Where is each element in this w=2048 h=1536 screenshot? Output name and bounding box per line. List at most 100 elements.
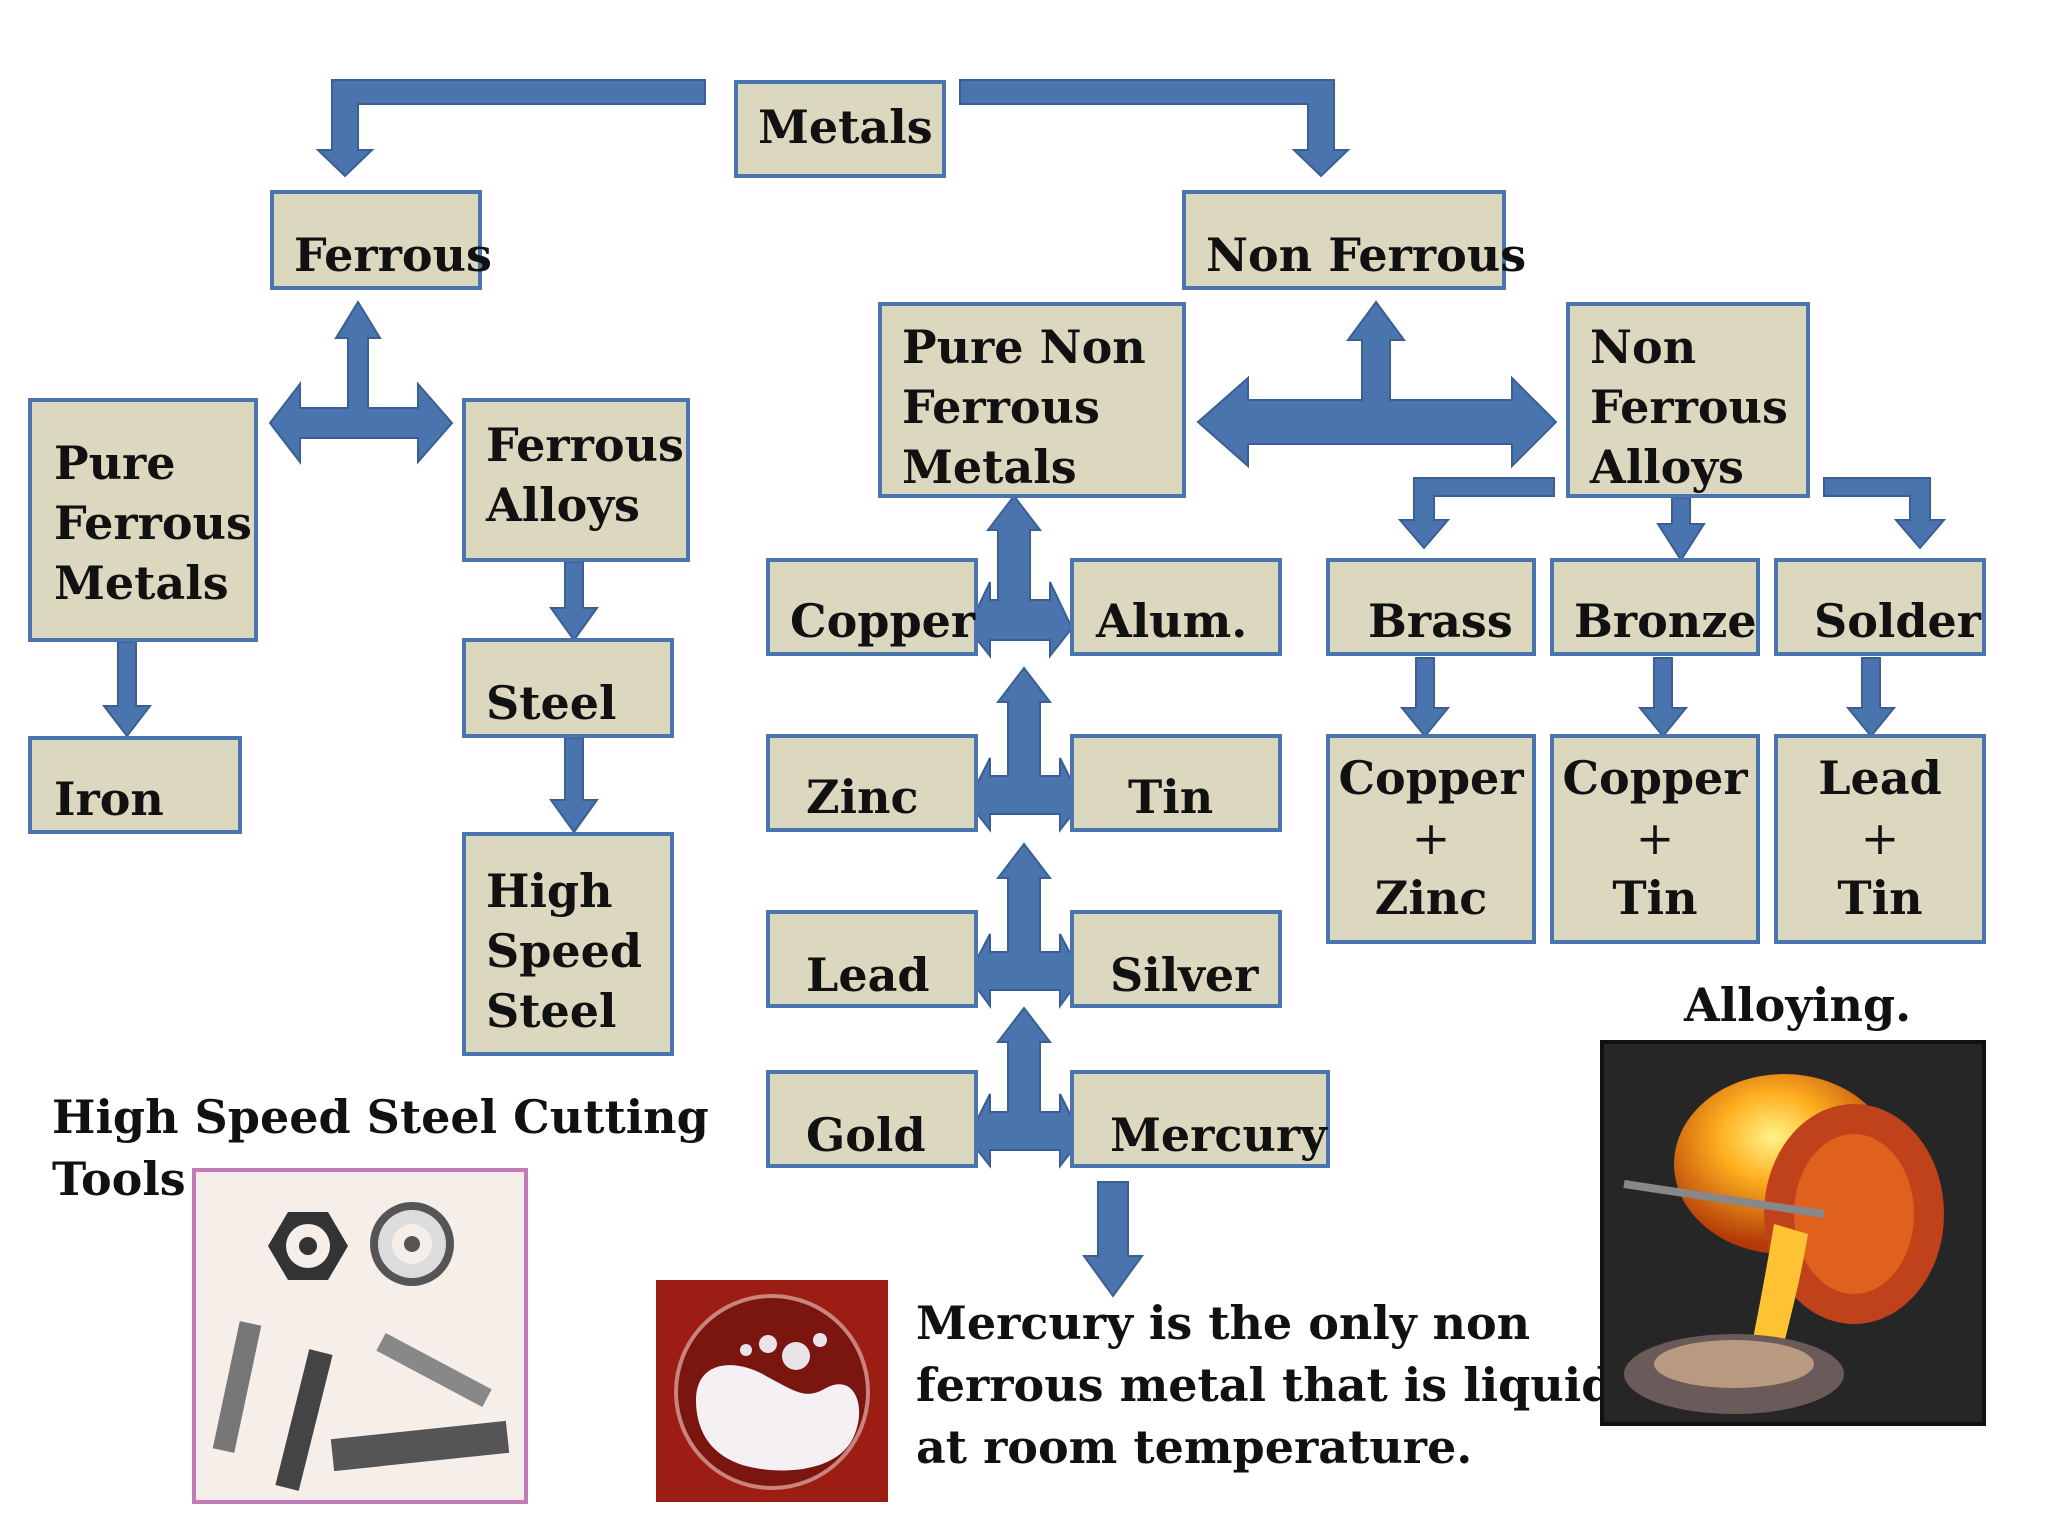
hss-tools-caption-line-1: High Speed Steel Cutting	[52, 1090, 709, 1144]
arrow-brass-to-recipe	[1399, 657, 1451, 738]
arrow-alloys-to-solder	[1823, 477, 1947, 550]
brass-box: Brass	[1326, 558, 1536, 656]
gold-box: Gold	[766, 1070, 978, 1168]
arrow-solder-to-recipe	[1845, 657, 1897, 738]
mercury-label: Mercury	[1110, 1108, 1327, 1162]
copper-box: Copper	[766, 558, 978, 656]
cutting-tools-illustration	[196, 1172, 524, 1500]
high-speed-steel-label: High Speed Steel	[486, 862, 642, 1041]
arrow-lead-silver	[966, 842, 1084, 1010]
mercury-dish-illustration	[656, 1280, 888, 1502]
non-ferrous-alloys-line-2: Ferrous	[1590, 379, 1788, 434]
arrow-mercury-to-note	[1082, 1181, 1144, 1298]
brass-recipe-box: Copper + Zinc	[1326, 734, 1536, 944]
molten-metal-illustration	[1604, 1044, 1982, 1422]
lead-box: Lead	[766, 910, 978, 1008]
zinc-label: Zinc	[806, 770, 919, 824]
tin-box: Tin	[1070, 734, 1282, 832]
brass-recipe-line-1: Copper	[1338, 751, 1524, 806]
solder-label: Solder	[1814, 594, 1982, 648]
alum-label: Alum.	[1096, 594, 1248, 648]
arrow-pure-ferrous-to-iron	[101, 641, 153, 738]
alum-box: Alum.	[1070, 558, 1282, 656]
mercury-note: Mercury is the only non ferrous metal th…	[916, 1292, 1613, 1478]
bronze-label: Bronze	[1574, 594, 1757, 648]
hss-tools-image	[192, 1168, 528, 1504]
pure-ferrous-line-2: Ferrous	[54, 495, 252, 550]
solder-recipe-line-3: Tin	[1837, 870, 1923, 925]
zinc-box: Zinc	[766, 734, 978, 832]
pure-ferrous-metals-label: Pure Ferrous Metals	[54, 434, 252, 613]
mercury-note-line-1: Mercury is the only non	[916, 1296, 1531, 1350]
arrow-steel-to-hss	[549, 737, 599, 834]
alloying-image	[1600, 1040, 1986, 1426]
tin-label: Tin	[1128, 770, 1214, 824]
bronze-recipe-box: Copper + Tin	[1550, 734, 1760, 944]
metals-label: Metals	[758, 100, 933, 154]
hss-tools-caption-line-2: Tools	[52, 1152, 186, 1207]
ferrous-label: Ferrous	[294, 228, 492, 282]
iron-label: Iron	[54, 772, 164, 826]
arrow-alloys-to-brass	[1397, 477, 1555, 550]
arrow-metals-to-ferrous	[315, 79, 706, 178]
solder-box: Solder	[1774, 558, 1986, 656]
pure-non-ferrous-label: Pure Non Ferrous Metals	[902, 318, 1146, 497]
solder-recipe-plus: +	[1860, 811, 1900, 866]
high-speed-steel-box: High Speed Steel	[462, 832, 674, 1056]
pure-ferrous-metals-box: Pure Ferrous Metals	[28, 398, 258, 642]
metals-box: Metals	[734, 80, 946, 178]
mercury-note-line-3: at room temperature.	[916, 1420, 1473, 1475]
bronze-recipe-plus: +	[1635, 811, 1675, 866]
non-ferrous-alloys-box: Non Ferrous Alloys	[1566, 302, 1810, 498]
steel-box: Steel	[462, 638, 674, 738]
bronze-box: Bronze	[1550, 558, 1760, 656]
lead-label: Lead	[806, 948, 930, 1002]
non-ferrous-alloys-line-1: Non	[1590, 320, 1697, 374]
arrow-non-ferrous-split	[1196, 300, 1558, 469]
hss-line-1: High	[486, 864, 613, 918]
mercury-image	[656, 1280, 888, 1502]
gold-label: Gold	[806, 1108, 926, 1162]
alloying-caption: Alloying.	[1684, 978, 1912, 1032]
arrow-gold-mercury	[966, 1006, 1084, 1169]
arrow-alloys-to-bronze	[1656, 497, 1706, 562]
hss-line-3: Steel	[486, 983, 617, 1038]
non-ferrous-box: Non Ferrous	[1182, 190, 1526, 290]
pure-ferrous-line-1: Pure	[54, 436, 176, 490]
mercury-note-line-2: ferrous metal that is liquid	[916, 1358, 1614, 1413]
hss-line-2: Speed	[486, 923, 643, 978]
solder-recipe-box: Lead + Tin	[1774, 734, 1986, 944]
solder-recipe-line-1: Lead	[1818, 751, 1942, 806]
ferrous-alloys-line-2: Alloys	[486, 477, 640, 532]
ferrous-alloys-box: Ferrous Alloys	[462, 398, 690, 562]
non-ferrous-alloys-label: Non Ferrous Alloys	[1590, 318, 1788, 497]
bronze-recipe-line-1: Copper	[1562, 751, 1748, 806]
silver-label: Silver	[1110, 948, 1259, 1002]
pure-non-ferrous-metals-box: Pure Non Ferrous Metals	[878, 302, 1186, 498]
ferrous-alloys-line-1: Ferrous	[486, 418, 684, 472]
non-ferrous-label: Non Ferrous	[1206, 228, 1527, 282]
copper-label: Copper	[790, 594, 976, 648]
arrow-metals-to-non-ferrous	[959, 79, 1351, 178]
arrow-ferrous-alloys-to-steel	[549, 561, 599, 642]
brass-label: Brass	[1368, 594, 1513, 648]
pure-ferrous-line-3: Metals	[54, 555, 229, 610]
steel-label: Steel	[486, 676, 617, 730]
brass-recipe-plus: +	[1411, 811, 1451, 866]
arrow-zinc-tin	[966, 666, 1084, 833]
hss-tools-caption: High Speed Steel Cutting Tools	[52, 1086, 709, 1210]
ferrous-box: Ferrous	[270, 190, 492, 290]
pure-non-ferrous-line-1: Pure Non	[902, 320, 1146, 374]
silver-box: Silver	[1070, 910, 1282, 1008]
bronze-recipe-line-3: Tin	[1612, 870, 1698, 925]
arrow-bronze-to-recipe	[1637, 657, 1689, 738]
brass-recipe-line-3: Zinc	[1374, 870, 1488, 925]
mercury-box: Mercury	[1070, 1070, 1330, 1168]
non-ferrous-alloys-line-3: Alloys	[1590, 439, 1744, 494]
iron-box: Iron	[28, 736, 242, 834]
ferrous-alloys-label: Ferrous Alloys	[486, 416, 684, 536]
arrow-ferrous-split	[268, 300, 454, 465]
pure-non-ferrous-line-3: Metals	[902, 439, 1077, 494]
pure-non-ferrous-line-2: Ferrous	[902, 379, 1100, 434]
